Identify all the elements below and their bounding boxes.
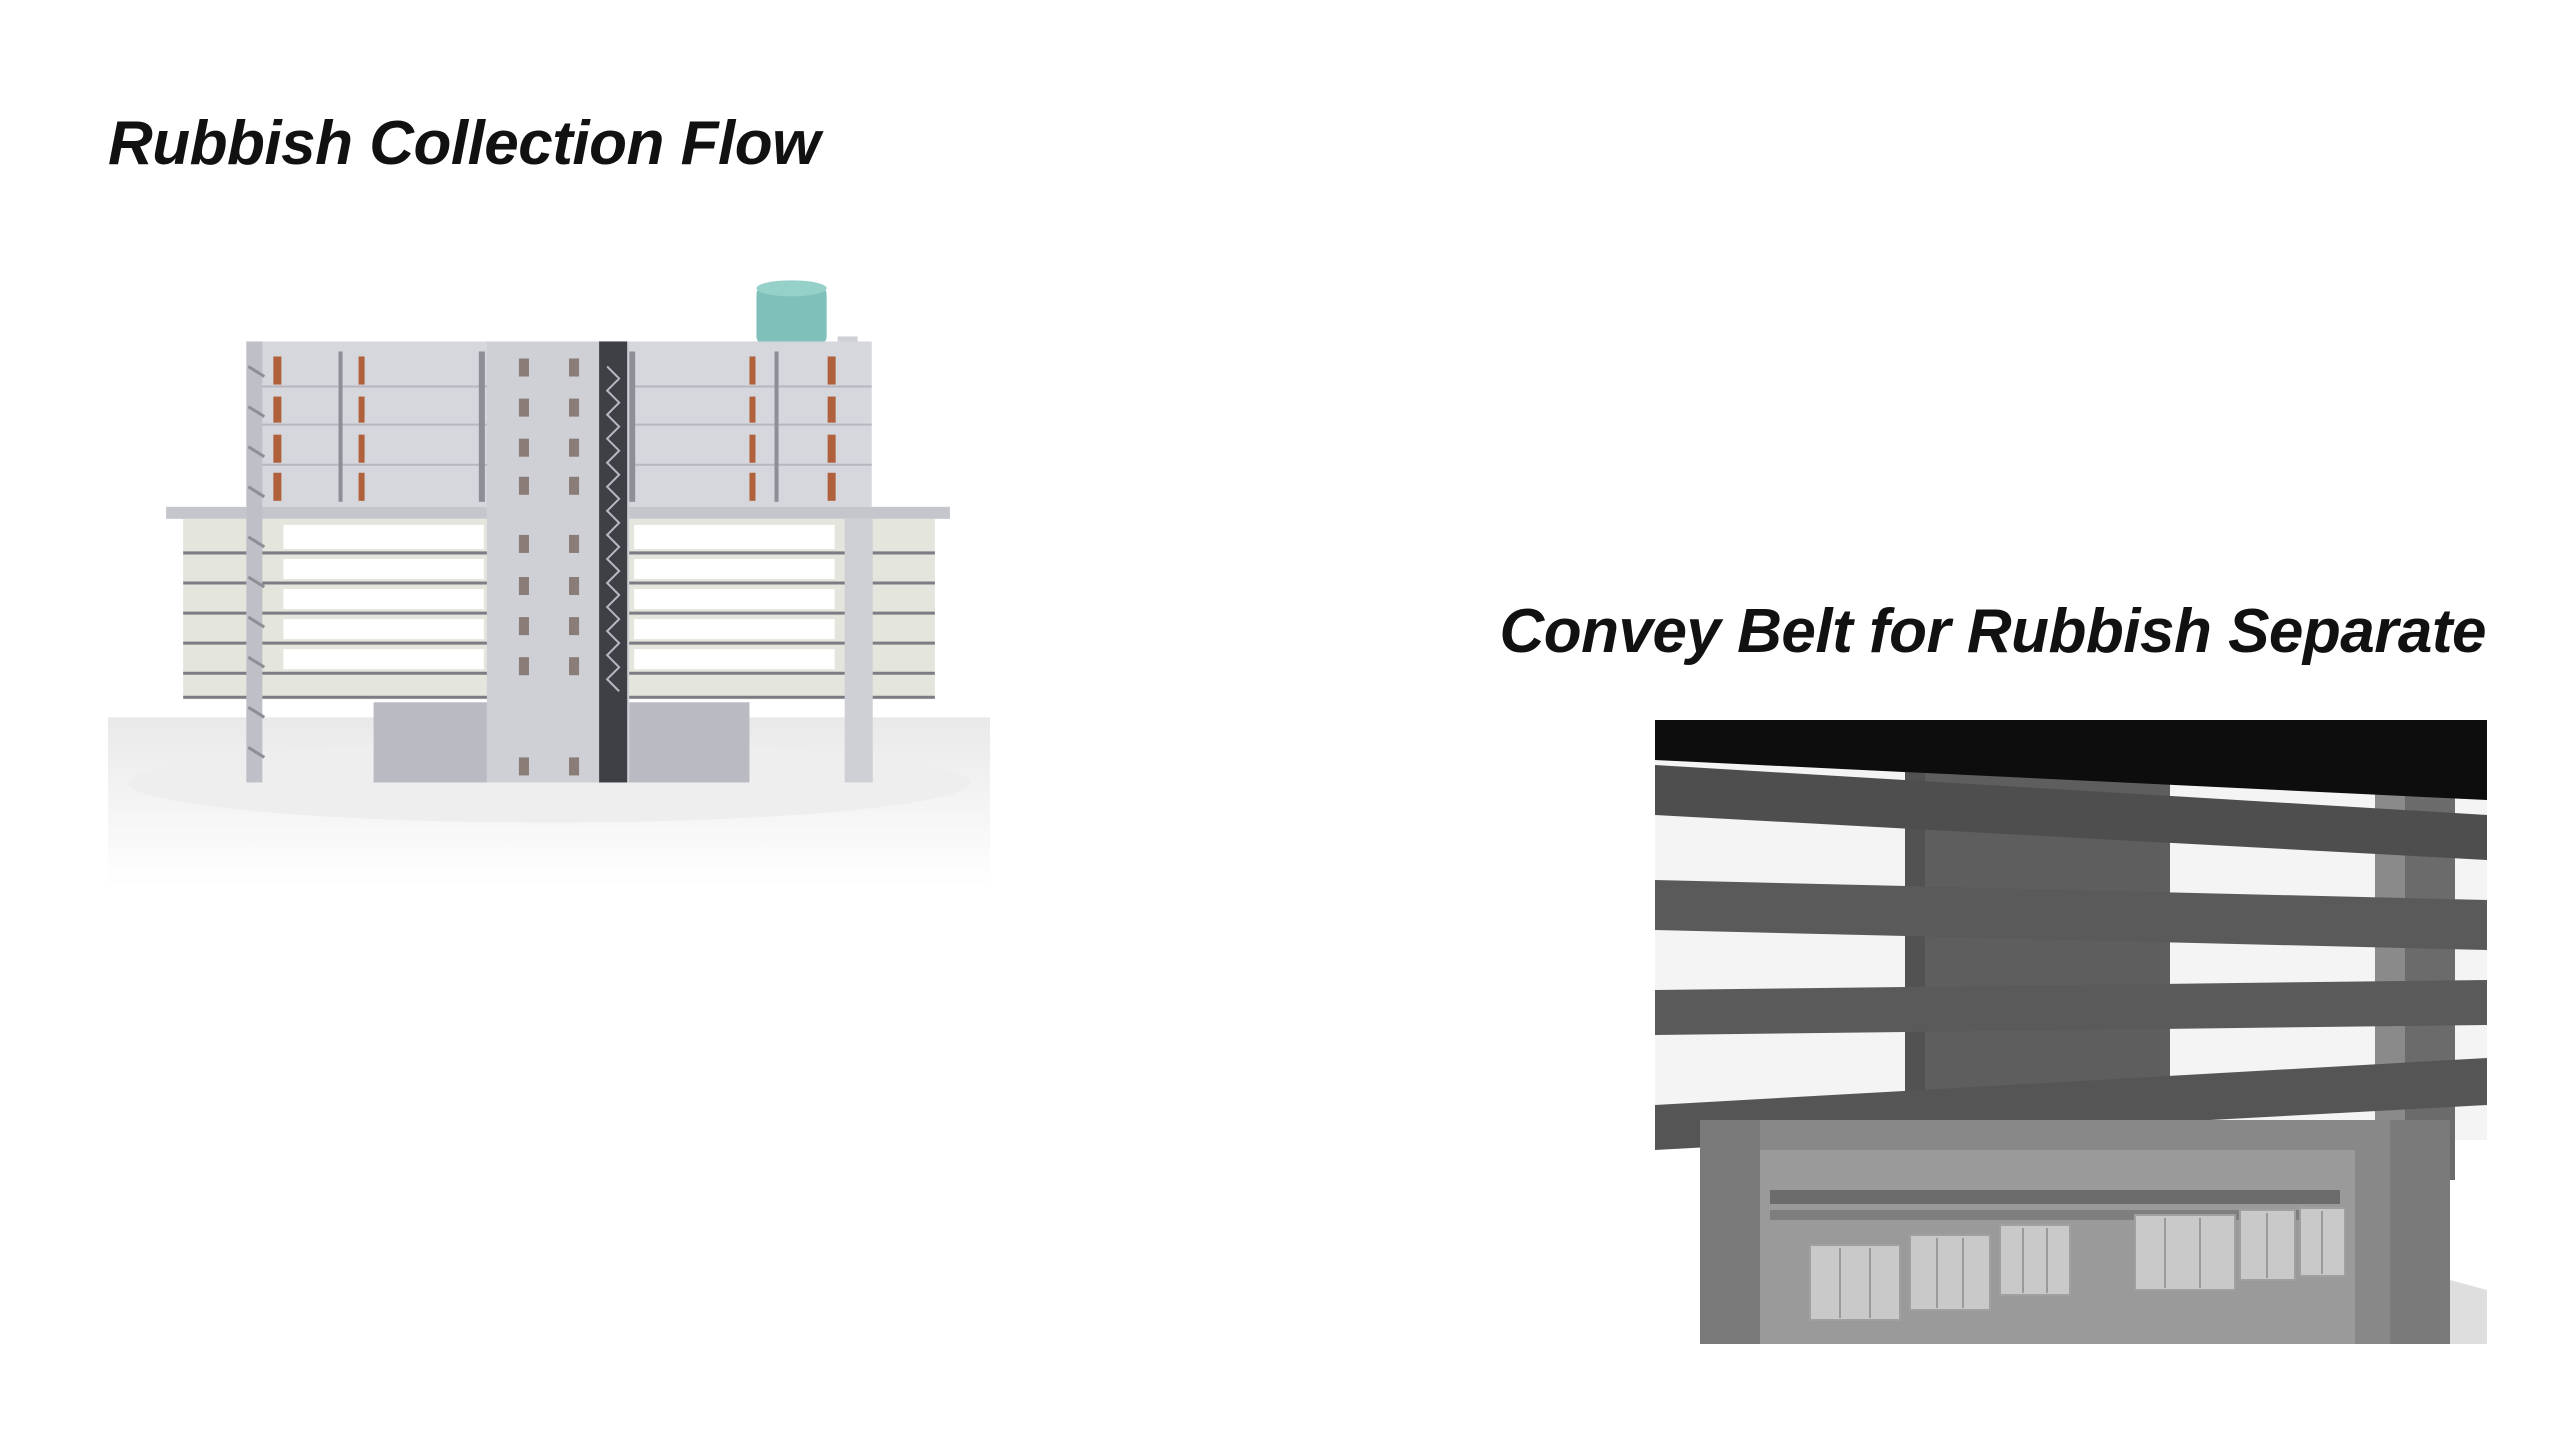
- title-rubbish-collection-flow: Rubbish Collection Flow: [108, 109, 820, 178]
- conveyor-belt-render: [1655, 720, 2487, 1344]
- title-convey-belt: Convey Belt for Rubbish Separate: [1499, 597, 2486, 666]
- building-section-render: [108, 280, 990, 888]
